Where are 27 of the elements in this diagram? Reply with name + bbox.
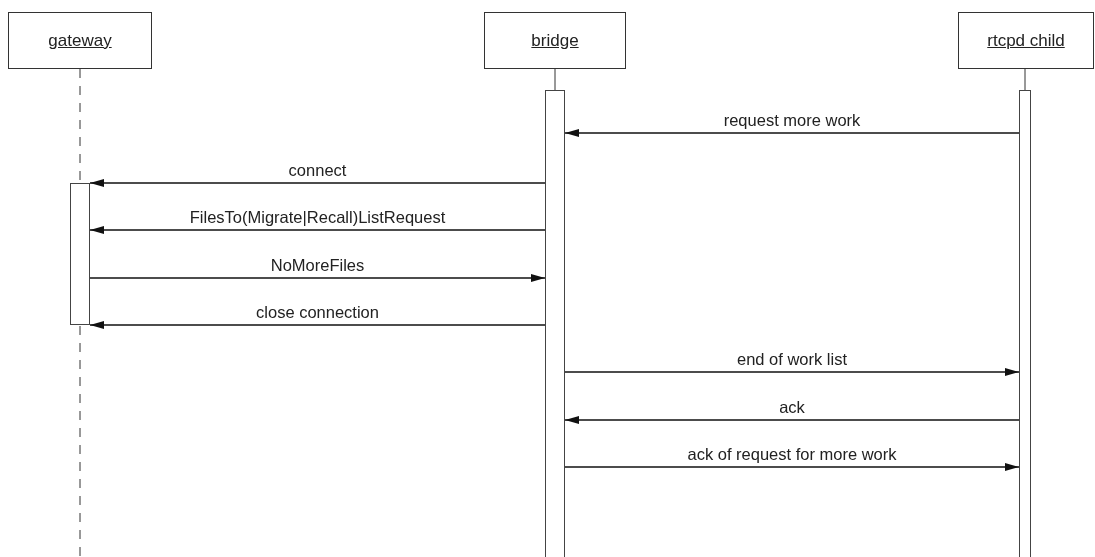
message-label: end of work list: [737, 350, 847, 368]
message-label: connect: [288, 161, 347, 179]
message-label: ack of request for more work: [687, 445, 897, 463]
participant-box: [8, 12, 152, 69]
participant-box: [958, 12, 1094, 69]
lifeline: [554, 68, 556, 91]
message-label: request more work: [723, 111, 861, 129]
message-label: NoMoreFiles: [270, 256, 365, 274]
participant-name: bridge: [531, 30, 579, 51]
message-label: FilesTo(Migrate|Recall)ListRequest: [189, 208, 446, 226]
lifeline: [1024, 68, 1026, 91]
message-label: ack: [779, 398, 805, 416]
activation-bar: [545, 90, 565, 557]
activation-bar: [1019, 90, 1031, 557]
participant-box: [484, 12, 626, 69]
message-arrow: [89, 179, 546, 187]
message-label: close connection: [256, 303, 379, 321]
message-arrow: [89, 274, 546, 282]
message-arrow: [564, 129, 1020, 137]
participant-name: rtcpd child: [987, 30, 1065, 51]
message-arrow: [564, 416, 1020, 424]
message-arrow: [89, 321, 546, 329]
message-arrow: [564, 463, 1020, 471]
message-arrow: [89, 226, 546, 234]
message-arrow: [564, 368, 1020, 376]
activation-bar: [70, 183, 90, 325]
participant-name: gateway: [48, 30, 112, 51]
